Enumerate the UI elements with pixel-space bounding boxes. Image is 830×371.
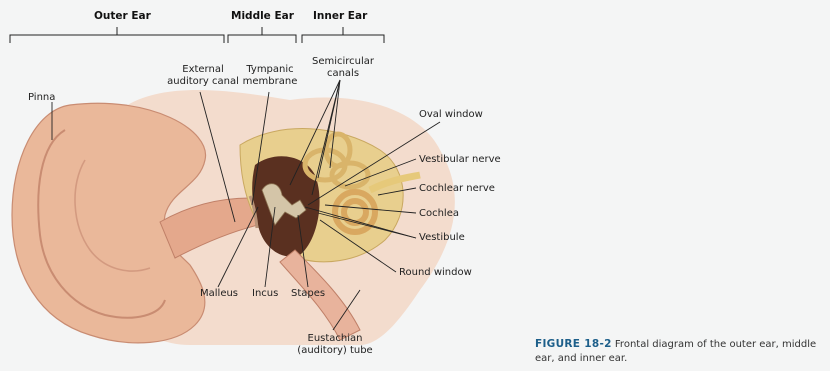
- region-outer-ear: Outer Ear: [94, 10, 151, 22]
- figure-number: FIGURE 18-2: [535, 338, 612, 350]
- label-vestibule: Vestibule: [419, 232, 465, 244]
- inner-ear-bracket: [302, 27, 384, 43]
- label-stapes: Stapes: [291, 288, 325, 300]
- label-oval-window: Oval window: [419, 109, 483, 121]
- region-brackets: [10, 27, 384, 43]
- label-eustachian-tube: Eustachian (auditory) tube: [285, 333, 385, 357]
- region-inner-ear: Inner Ear: [313, 10, 367, 22]
- label-semicircular-canals: Semicircular canals: [303, 56, 383, 80]
- label-vestibular-nerve: Vestibular nerve: [419, 154, 501, 166]
- label-malleus: Malleus: [200, 288, 238, 300]
- label-cochlear-nerve: Cochlear nerve: [419, 183, 495, 195]
- label-tympanic-membrane: Tympanic membrane: [235, 64, 305, 88]
- label-pinna: Pinna: [28, 92, 55, 104]
- label-round-window: Round window: [399, 267, 472, 279]
- outer-ear-bracket: [10, 27, 224, 43]
- middle-ear-bracket: [228, 27, 296, 43]
- figure-caption: FIGURE 18-2 Frontal diagram of the outer…: [535, 337, 827, 366]
- label-cochlea: Cochlea: [419, 208, 459, 220]
- region-middle-ear: Middle Ear: [231, 10, 294, 22]
- label-incus: Incus: [252, 288, 278, 300]
